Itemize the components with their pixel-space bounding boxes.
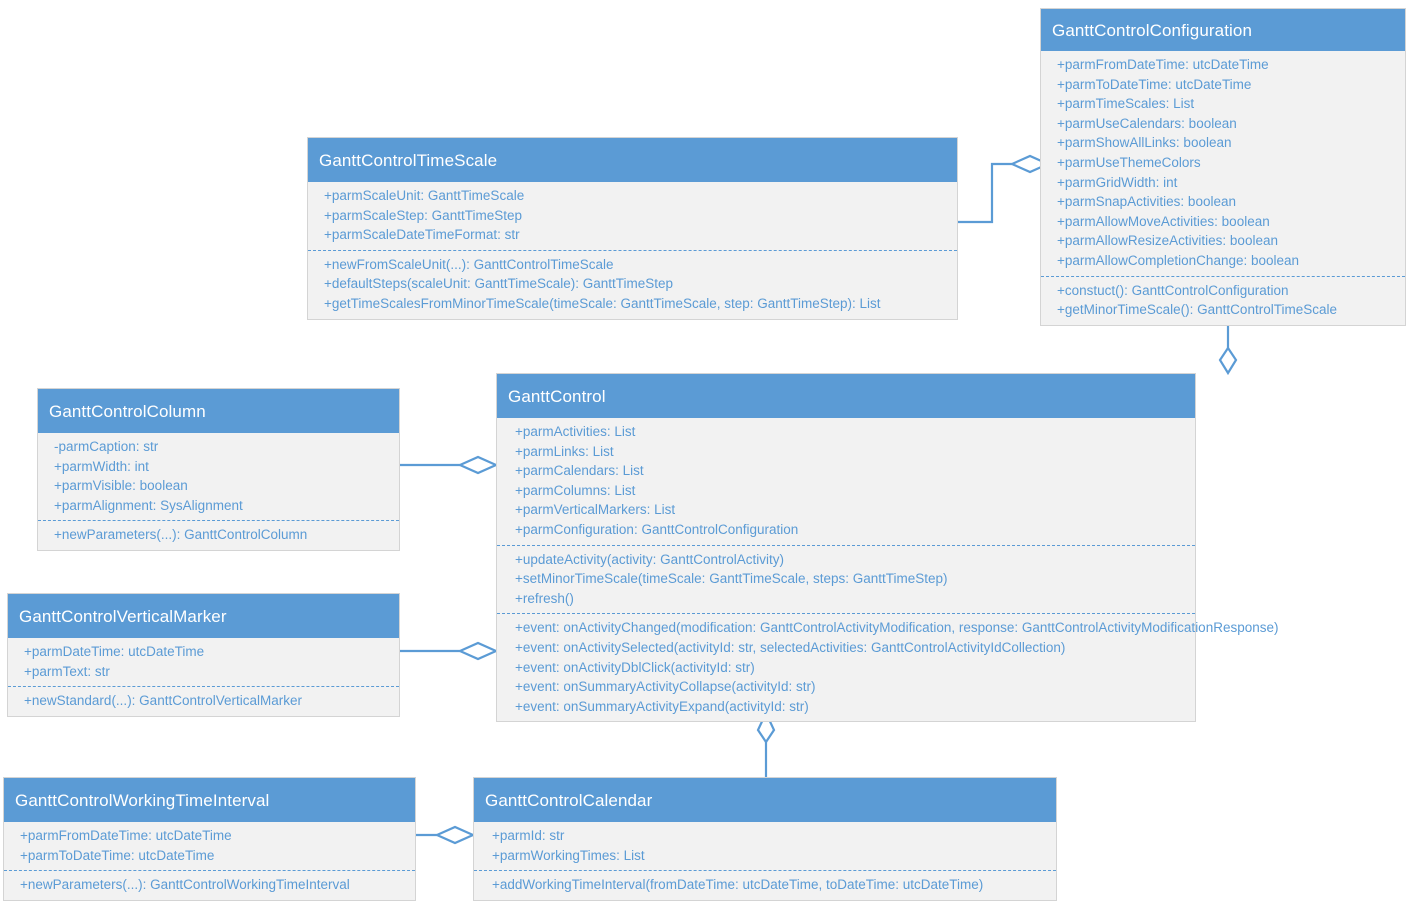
- attribute-row: +parmTimeScales: List: [1057, 96, 1195, 112]
- attribute-row: +parmWorkingTimes: List: [492, 847, 645, 863]
- method-row: +defaultSteps(scaleUnit: GanttTimeScale)…: [324, 276, 674, 292]
- attribute-row: +parmAllowResizeActivities: boolean: [1057, 233, 1278, 249]
- connector-configuration-ganttcontrol: [1218, 322, 1238, 376]
- attribute-row: +parmShowAllLinks: boolean: [1057, 135, 1232, 151]
- event-row: +event: onActivityDblClick(activityId: s…: [515, 659, 755, 675]
- methods-section: +constuct(): GanttControlConfiguration +…: [1041, 275, 1405, 325]
- attribute-row: -parmCaption: str: [54, 439, 159, 454]
- class-box-ganttcontrol[interactable]: GanttControl +parmActivities: List +parm…: [496, 373, 1279, 723]
- class-title-ganttcontroltimescale: GanttControlTimeScale: [308, 138, 957, 182]
- connector-workingtimeinterval-calendar: [416, 825, 476, 845]
- attribute-row: +parmLinks: List: [515, 443, 614, 459]
- method-row: +getMinorTimeScale(): GanttControlTimeSc…: [1057, 302, 1337, 318]
- attribute-row: +parmToDateTime: utcDateTime: [20, 847, 215, 863]
- attribute-row: +parmDateTime: utcDateTime: [24, 644, 205, 659]
- attribute-row: +parmToDateTime: utcDateTime: [1057, 76, 1252, 92]
- event-row: +event: onActivitySelected(activityId: s…: [515, 639, 1066, 655]
- attributes-section: +parmActivities: List +parmLinks: List +…: [497, 418, 1195, 545]
- attribute-row: +parmActivities: List: [515, 424, 636, 439]
- connector-column-ganttcontrol: [400, 455, 499, 475]
- attribute-row: +parmScaleStep: GanttTimeStep: [324, 207, 522, 223]
- attribute-row: +parmAllowCompletionChange: boolean: [1057, 252, 1300, 268]
- method-row: +newParameters(...): GanttControlWorking…: [20, 877, 350, 893]
- class-box-ganttcontrolconfiguration[interactable]: GanttControlConfiguration +parmFromDateT…: [1040, 8, 1406, 326]
- attributes-section: +parmDateTime: utcDateTime +parmText: st…: [8, 638, 399, 686]
- aggregation-diamond: [457, 641, 499, 661]
- attribute-row: +parmVisible: boolean: [54, 478, 188, 494]
- attribute-row: +parmScaleUnit: GanttTimeScale: [324, 188, 525, 203]
- class-title-ganttcontrol: GanttControl: [497, 374, 1195, 418]
- class-title-ganttcontrolcalendar: GanttControlCalendar: [474, 778, 1056, 822]
- events-section: +event: onActivityChanged(modification: …: [497, 613, 1279, 721]
- method-row: +updateActivity(activity: GanttControlAc…: [515, 551, 784, 567]
- connector-calendar-ganttcontrol: [756, 710, 776, 777]
- method-row: +constuct(): GanttControlConfiguration: [1057, 282, 1289, 298]
- class-title-ganttcontrolverticalmarker: GanttControlVerticalMarker: [8, 594, 399, 638]
- attribute-row: +parmUseCalendars: boolean: [1057, 115, 1237, 131]
- attribute-row: +parmScaleDateTimeFormat: str: [324, 227, 520, 243]
- methods-section: +updateActivity(activity: GanttControlAc…: [497, 544, 1195, 614]
- method-row: +addWorkingTimeInterval(fromDateTime: ut…: [492, 877, 984, 893]
- attributes-section: +parmId: str +parmWorkingTimes: List: [474, 822, 1056, 870]
- methods-section: +newStandard(...): GanttControlVerticalM…: [8, 686, 399, 716]
- aggregation-diamond: [1218, 346, 1238, 376]
- connector-verticalmarker-ganttcontrol: [400, 641, 499, 661]
- method-row: +newFromScaleUnit(...): GanttControlTime…: [324, 256, 614, 272]
- attribute-row: +parmFromDateTime: utcDateTime: [20, 828, 232, 843]
- class-title-ganttcontrolcolumn: GanttControlColumn: [38, 389, 399, 433]
- attribute-row: +parmId: str: [492, 828, 565, 843]
- attributes-section: +parmScaleUnit: GanttTimeScale +parmScal…: [308, 182, 957, 250]
- attribute-row: +parmVerticalMarkers: List: [515, 502, 676, 518]
- attributes-section: -parmCaption: str +parmWidth: int +parmV…: [38, 433, 399, 520]
- attribute-row: +parmSnapActivities: boolean: [1057, 194, 1236, 210]
- connector-timescale-configuration: [958, 154, 1051, 224]
- method-row: +newParameters(...): GanttControlColumn: [54, 527, 308, 543]
- methods-section: +addWorkingTimeInterval(fromDateTime: ut…: [474, 870, 1056, 900]
- method-row: +newStandard(...): GanttControlVerticalM…: [24, 693, 302, 709]
- attribute-row: +parmColumns: List: [515, 482, 636, 498]
- attributes-section: +parmFromDateTime: utcDateTime +parmToDa…: [4, 822, 415, 870]
- class-box-ganttcontrolcalendar[interactable]: GanttControlCalendar +parmId: str +parmW…: [473, 777, 1057, 901]
- methods-section: +newFromScaleUnit(...): GanttControlTime…: [308, 249, 957, 319]
- method-row: +setMinorTimeScale(timeScale: GanttTimeS…: [515, 571, 948, 587]
- attribute-row: +parmAlignment: SysAlignment: [54, 497, 243, 513]
- class-title-ganttcontrolworkingtimeinterval: GanttControlWorkingTimeInterval: [4, 778, 415, 822]
- class-box-ganttcontrolverticalmarker[interactable]: GanttControlVerticalMarker +parmDateTime…: [7, 593, 400, 717]
- class-box-ganttcontrolworkingtimeinterval[interactable]: GanttControlWorkingTimeInterval +parmFro…: [3, 777, 416, 901]
- attribute-row: +parmWidth: int: [54, 458, 149, 474]
- methods-section: +newParameters(...): GanttControlWorking…: [4, 870, 415, 900]
- event-row: +event: onSummaryActivityCollapse(activi…: [515, 679, 816, 695]
- attribute-row: +parmText: str: [24, 663, 110, 679]
- methods-section: +newParameters(...): GanttControlColumn: [38, 520, 399, 550]
- class-box-ganttcontroltimescale[interactable]: GanttControlTimeScale +parmScaleUnit: Ga…: [307, 137, 958, 320]
- class-box-ganttcontrolcolumn[interactable]: GanttControlColumn -parmCaption: str +pa…: [37, 388, 400, 551]
- method-row: +refresh(): [515, 590, 574, 606]
- aggregation-diamond: [434, 825, 476, 845]
- attribute-row: +parmGridWidth: int: [1057, 174, 1178, 190]
- attribute-row: +parmAllowMoveActivities: boolean: [1057, 213, 1270, 229]
- attribute-row: +parmCalendars: List: [515, 463, 644, 479]
- event-row: +event: onActivityChanged(modification: …: [515, 620, 1279, 636]
- event-row: +event: onSummaryActivityExpand(activity…: [515, 698, 809, 714]
- method-row: +getTimeScalesFromMinorTimeScale(timeSca…: [324, 295, 881, 311]
- attribute-row: +parmConfiguration: GanttControlConfigur…: [515, 521, 799, 537]
- attribute-row: +parmFromDateTime: utcDateTime: [1057, 57, 1269, 72]
- class-title-ganttcontrolconfiguration: GanttControlConfiguration: [1041, 9, 1405, 51]
- attribute-row: +parmUseThemeColors: [1057, 154, 1201, 170]
- aggregation-diamond: [457, 455, 499, 475]
- attributes-section: +parmFromDateTime: utcDateTime +parmToDa…: [1041, 51, 1405, 276]
